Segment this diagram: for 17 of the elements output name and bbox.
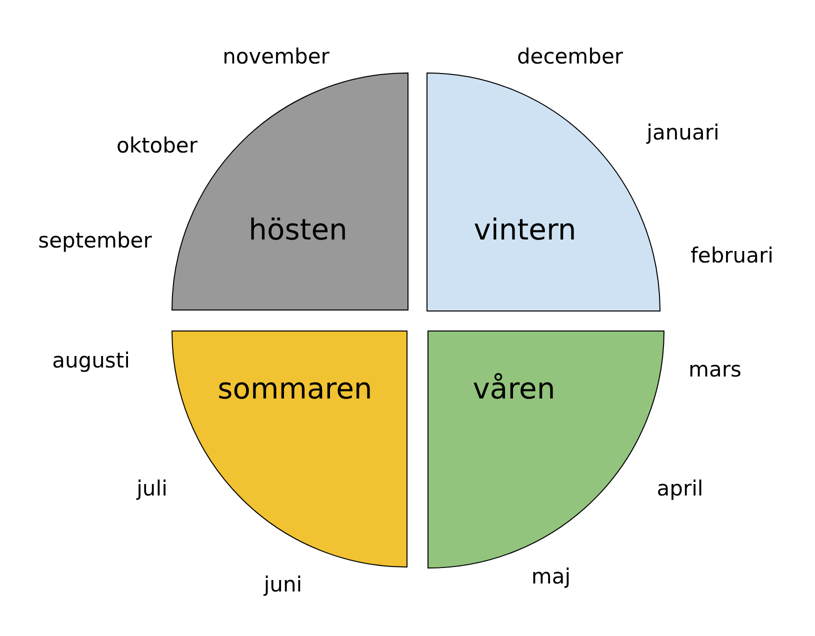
segment-label: sommaren — [218, 374, 372, 404]
segment-label: vintern — [474, 216, 576, 244]
month-label: mars — [688, 360, 742, 380]
quarter-circle-segment — [172, 330, 408, 568]
month-label: maj — [531, 566, 571, 588]
segment-label: våren — [472, 374, 556, 404]
month-label: februari — [690, 246, 774, 266]
month-label: september — [38, 230, 152, 252]
month-label: december — [516, 46, 624, 68]
month-label: oktober — [116, 136, 198, 156]
month-label: augusti — [52, 350, 130, 372]
month-label: januari — [646, 122, 720, 144]
month-label: juli — [136, 478, 168, 500]
month-label: juni — [264, 574, 302, 596]
month-label: november — [222, 46, 330, 68]
month-label: april — [656, 478, 704, 500]
segment-label: hösten — [248, 216, 348, 244]
